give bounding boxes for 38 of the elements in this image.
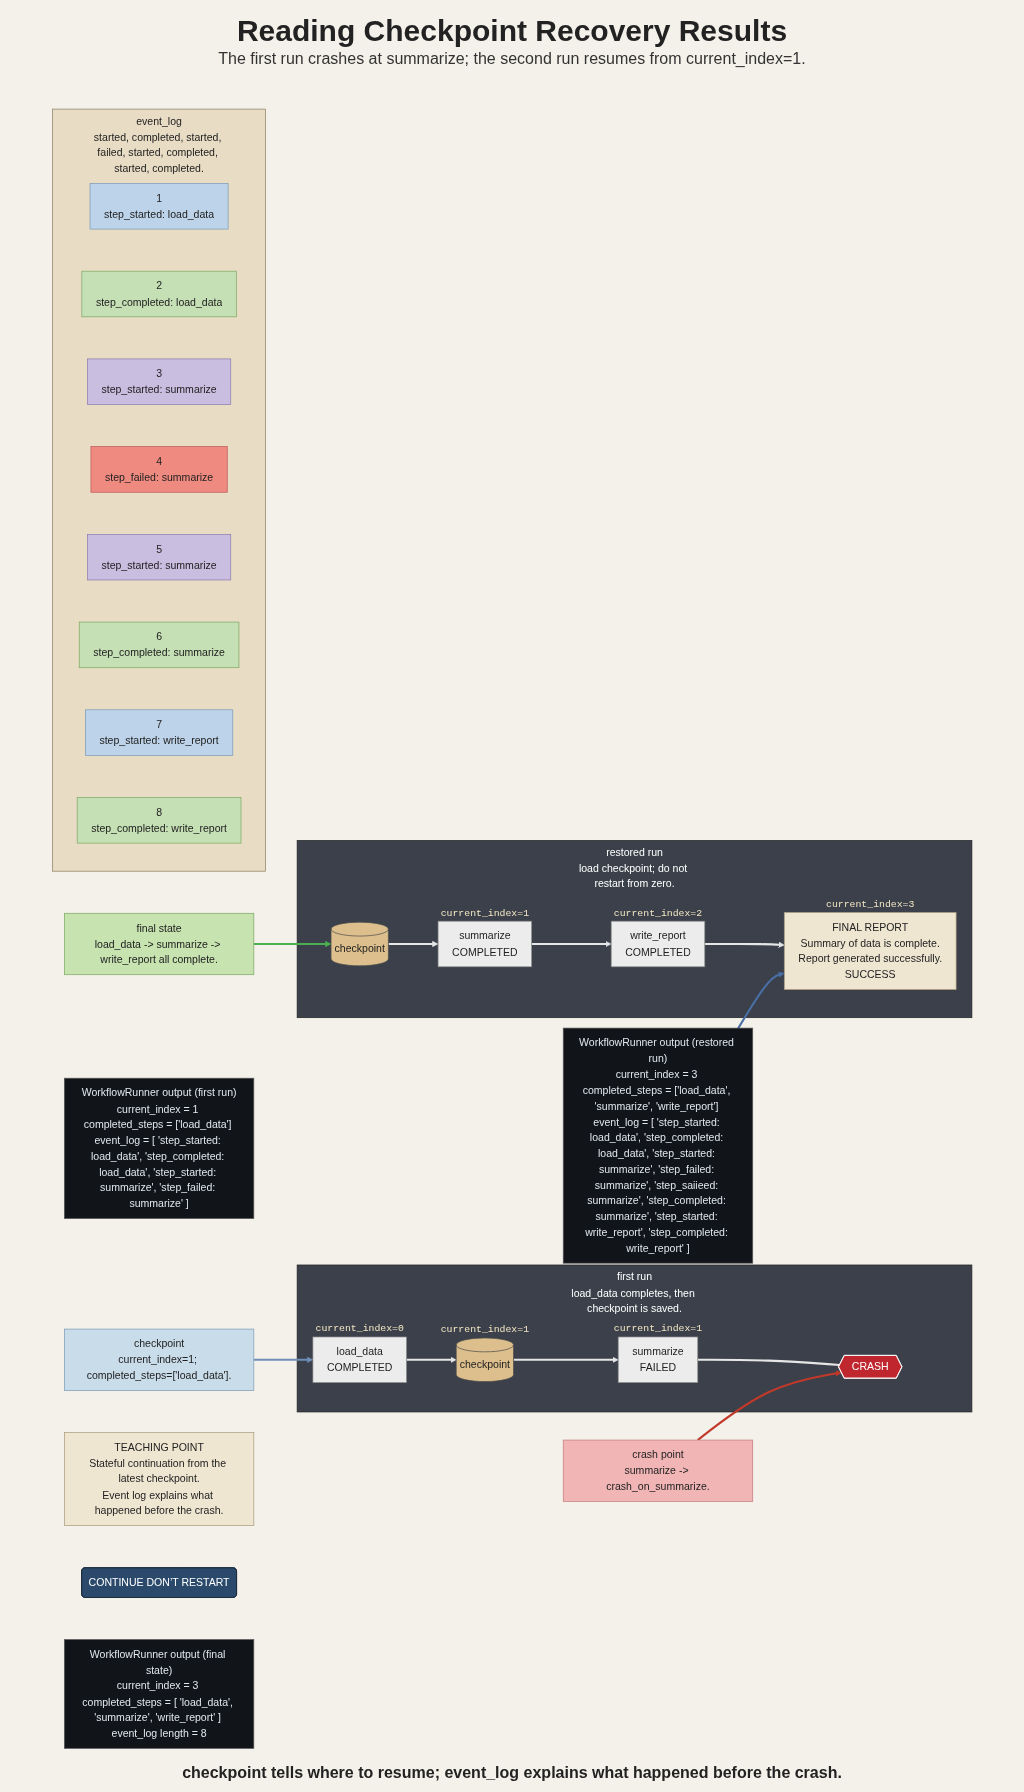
node-box: WorkflowRunner output (first run) current_index = 1 completed_steps = ['load_data'] event_log = [ 'step_started: load_data', 'step_completed: load_data', 'step_started: summarize', 'step_failed: summarize' ] [63,1077,254,1219]
node-box: TEACHING POINT Stateful continuation from the latest checkpoint. Event log explains what happened before the crash. [63,1432,254,1526]
node-box: WorkflowRunner output (final state) current_index = 3 completed_steps = [ 'load_data', 'summarize', 'write_report' ] event_log length = 8 [63,1639,254,1749]
node-box: summarize FAILED [617,1336,698,1383]
node-box: 5 step_started: summarize [86,534,231,581]
index-tag: current_index=1 [440,1324,529,1336]
node-box: 7 step_started: write_report [84,709,233,756]
node-box: write_report COMPLETED [610,920,705,968]
node-box: 1 step_started: load_data [89,183,229,230]
index-tag: current_index=0 [315,1323,404,1335]
title: Reading Checkpoint Recovery Results [235,14,789,48]
arrow [406,1356,457,1363]
node-box: summarize COMPLETED [437,920,532,968]
index-tag: current_index=1 [613,1323,702,1335]
node-box: 3 step_started: summarize [86,358,231,405]
node-box: final state load_data -> summarize -> write_report all complete. [63,912,254,976]
node-box: checkpoint current_index=1; completed_steps=['load_data']. [63,1328,254,1391]
node-box: crash point summarize -> crash_on_summarize. [562,1439,753,1502]
subtitle: The first run crashes at summarize; the second run resumes from current_index=1. [217,50,807,68]
node-box: WorkflowRunner output (restored run) current_index = 3 completed_steps = ['load_data', 'summarize', 'write_report'] event_log = [ 'step_started: load_data', 'step_completed: load_data', 'step_started: summarize', 'step_failed: summarize', 'step_saiieed: summarize', 'step_completed: summarize', 'step_started: write_report', 'step_completed: write_report' ] [562,1027,753,1264]
arrow [513,1356,619,1363]
arrow [253,1356,313,1363]
arrow [696,1370,842,1441]
node-box: 6 step_completed: summarize [78,621,239,669]
arrow [253,940,332,948]
node-box: FINAL REPORT Summary of data is complete. Report generated successfully. SUCCESS [783,912,957,990]
node-box: load_data COMPLETED [312,1336,407,1383]
arrow [388,940,439,948]
connector [697,1358,840,1367]
node-box: 2 step_completed: load_data [81,270,237,318]
caption: checkpoint tells where to resume; event_log explains what happened before the crash. [181,1764,843,1782]
node-box: 8 step_completed: write_report [76,797,242,844]
arrow [704,941,785,948]
index-tag: current_index=1 [440,907,529,919]
index-tag: current_index=3 [825,898,915,910]
index-tag: current_index=2 [613,907,702,919]
node-box: 4 step_failed: summarize [90,446,228,493]
arrow [531,940,612,948]
